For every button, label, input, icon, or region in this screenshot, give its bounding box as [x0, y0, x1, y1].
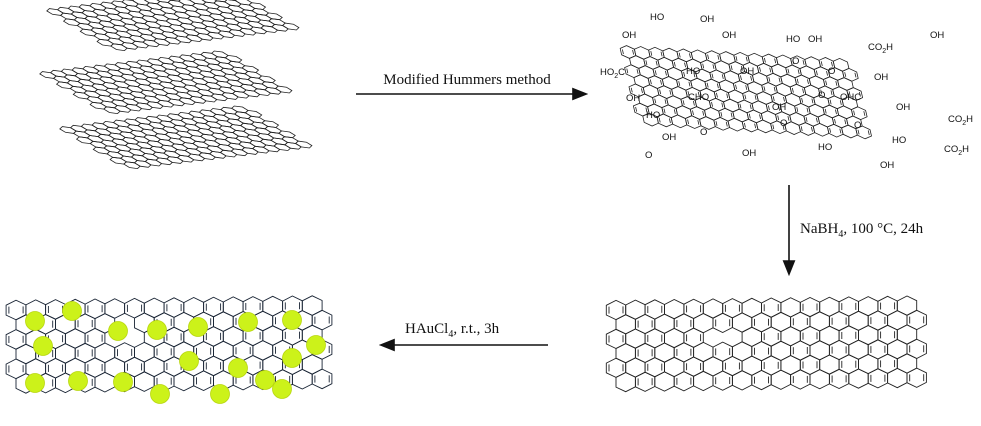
gold-nanoparticle [306, 335, 326, 355]
gold-nanoparticle [25, 311, 45, 331]
functional-group-label: OH [880, 160, 894, 171]
gold-nanoparticle [282, 348, 302, 368]
gold-nanoparticle [228, 358, 248, 378]
functional-group-label: HO2C [600, 67, 625, 80]
functional-group-label: OH [742, 148, 756, 159]
functional-group-label: O [818, 90, 825, 101]
functional-group-label: OH [722, 30, 736, 41]
gold-nanoparticle [272, 379, 292, 399]
gold-nanoparticle [25, 373, 45, 393]
reduced-graphene-oxide-sheet [605, 295, 927, 393]
functional-group-label: O [780, 118, 787, 129]
functional-group-label: CO2H [944, 144, 969, 157]
functional-group-label: CHO [688, 92, 709, 103]
gold-nanoparticle [113, 372, 133, 392]
functional-group-label: OH [874, 72, 888, 83]
functional-group-label: HO [646, 110, 660, 121]
gold-nanoparticle [179, 351, 199, 371]
functional-group-label: O [645, 150, 652, 161]
gold-nanoparticle [33, 336, 53, 356]
functional-group-label: HO [650, 12, 664, 23]
functional-group-label: O [700, 127, 707, 138]
step3-label: HAuCl4, r.t., 3h [405, 321, 500, 340]
functional-group-label: OH [622, 30, 636, 41]
gold-nanoparticle [68, 371, 88, 391]
gold-nanoparticle [150, 384, 170, 404]
gold-nanoparticle [147, 320, 167, 340]
gold-decorated-graphene-sheet [5, 295, 333, 394]
functional-group-label: CO2H [868, 42, 893, 55]
gold-nanoparticle [188, 317, 208, 337]
functional-group-label: HO [818, 142, 832, 153]
functional-group-label: OH [772, 102, 786, 113]
step2-label: NaBH4, 100 °C, 24h [800, 221, 924, 240]
functional-group-label: OH [700, 14, 714, 25]
functional-group-label: OH [626, 93, 640, 104]
functional-group-label: OHC [840, 92, 861, 103]
graphene-oxide-sheet [619, 45, 872, 140]
functional-group-label: OH [740, 66, 754, 77]
gold-nanoparticle [108, 321, 128, 341]
functional-group-label: OH [808, 34, 822, 45]
step1-label: Modified Hummers method [383, 72, 551, 88]
gold-nanoparticle [282, 310, 302, 330]
functional-group-label: O [792, 56, 799, 67]
functional-group-label: OH [930, 30, 944, 41]
functional-group-label: O [828, 66, 835, 77]
gold-nanoparticle [255, 370, 275, 390]
functional-group-label: CO2H [948, 114, 973, 127]
functional-group-label: OH [896, 102, 910, 113]
gold-nanoparticle [238, 312, 258, 332]
graphite-stack [39, 0, 313, 170]
functional-group-label: HO [892, 135, 906, 146]
functional-group-label: O [854, 120, 861, 131]
gold-nanoparticles [25, 301, 326, 404]
functional-group-label: HO [786, 34, 800, 45]
gold-nanoparticle [210, 384, 230, 404]
gold-nanoparticle [62, 301, 82, 321]
functional-group-label: OH [662, 132, 676, 143]
functional-group-label: HO [686, 66, 700, 77]
